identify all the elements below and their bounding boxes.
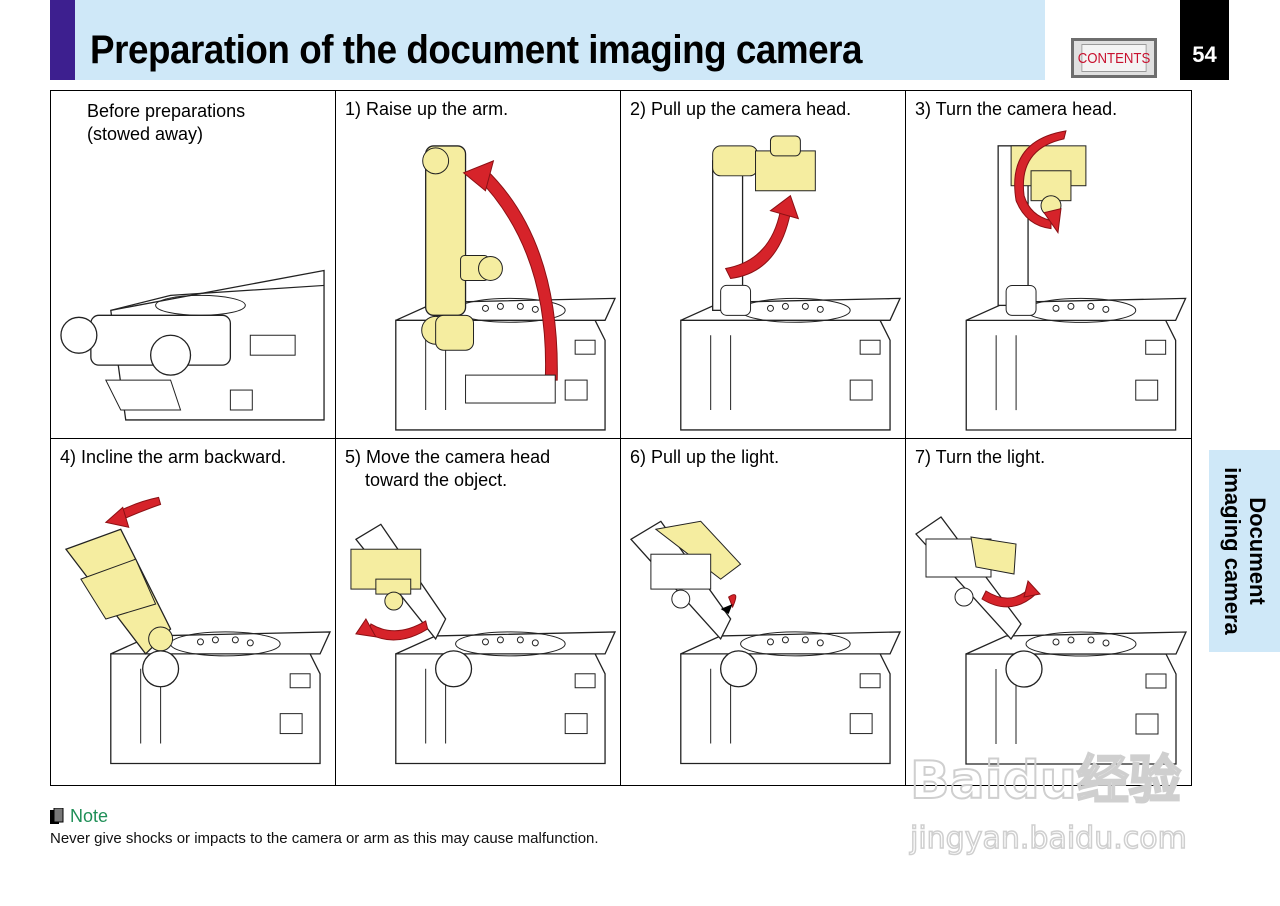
contents-button[interactable]: CONTENTS xyxy=(1071,38,1157,78)
page-number: 54 xyxy=(1180,0,1229,80)
page-title: Preparation of the document imaging came… xyxy=(90,28,862,73)
turn-light-illustration xyxy=(906,439,1191,786)
watermark-line1: Baidu经验 xyxy=(910,751,1181,811)
contents-button-label: CONTENTS xyxy=(1081,44,1146,72)
side-tab-label-line1: Document xyxy=(1245,467,1270,635)
note-text: Never give shocks or impacts to the came… xyxy=(50,830,599,847)
steps-grid: Before preparations (stowed away) 1) Rai… xyxy=(50,90,1192,786)
note-title: Note xyxy=(70,806,108,827)
incline-arm-illustration xyxy=(51,439,335,786)
pull-up-light-illustration xyxy=(621,439,905,786)
side-tab-label: Document imaging camera xyxy=(1220,467,1270,635)
move-camera-head-illustration xyxy=(336,439,620,786)
baidu-watermark-logo: Baidu经验 jingyan.baidu.com xyxy=(905,740,1205,860)
note-icon xyxy=(50,808,66,826)
side-tab-label-line2: imaging camera xyxy=(1220,467,1245,635)
step-cell-5: 5) Move the camera head toward the objec… xyxy=(336,439,621,786)
step-cell-7: 7) Turn the light. xyxy=(906,439,1191,786)
turn-camera-head-illustration xyxy=(906,91,1191,438)
note-header: Note xyxy=(50,806,108,827)
side-tab-document-imaging-camera[interactable]: Document imaging camera xyxy=(1209,450,1280,652)
step-cell-6: 6) Pull up the light. xyxy=(621,439,906,786)
camera-stowed-illustration xyxy=(51,91,335,438)
watermark-line2: jingyan.baidu.com xyxy=(909,821,1187,856)
title-accent-bar xyxy=(50,0,75,80)
step-cell-1: 1) Raise up the arm. xyxy=(336,91,621,439)
step-cell-2: 2) Pull up the camera head. xyxy=(621,91,906,439)
step-cell-4: 4) Incline the arm backward. xyxy=(51,439,336,786)
raise-arm-illustration xyxy=(336,91,620,438)
step-cell-3: 3) Turn the camera head. xyxy=(906,91,1191,439)
step-cell-before: Before preparations (stowed away) xyxy=(51,91,336,439)
pull-camera-head-illustration xyxy=(621,91,905,438)
